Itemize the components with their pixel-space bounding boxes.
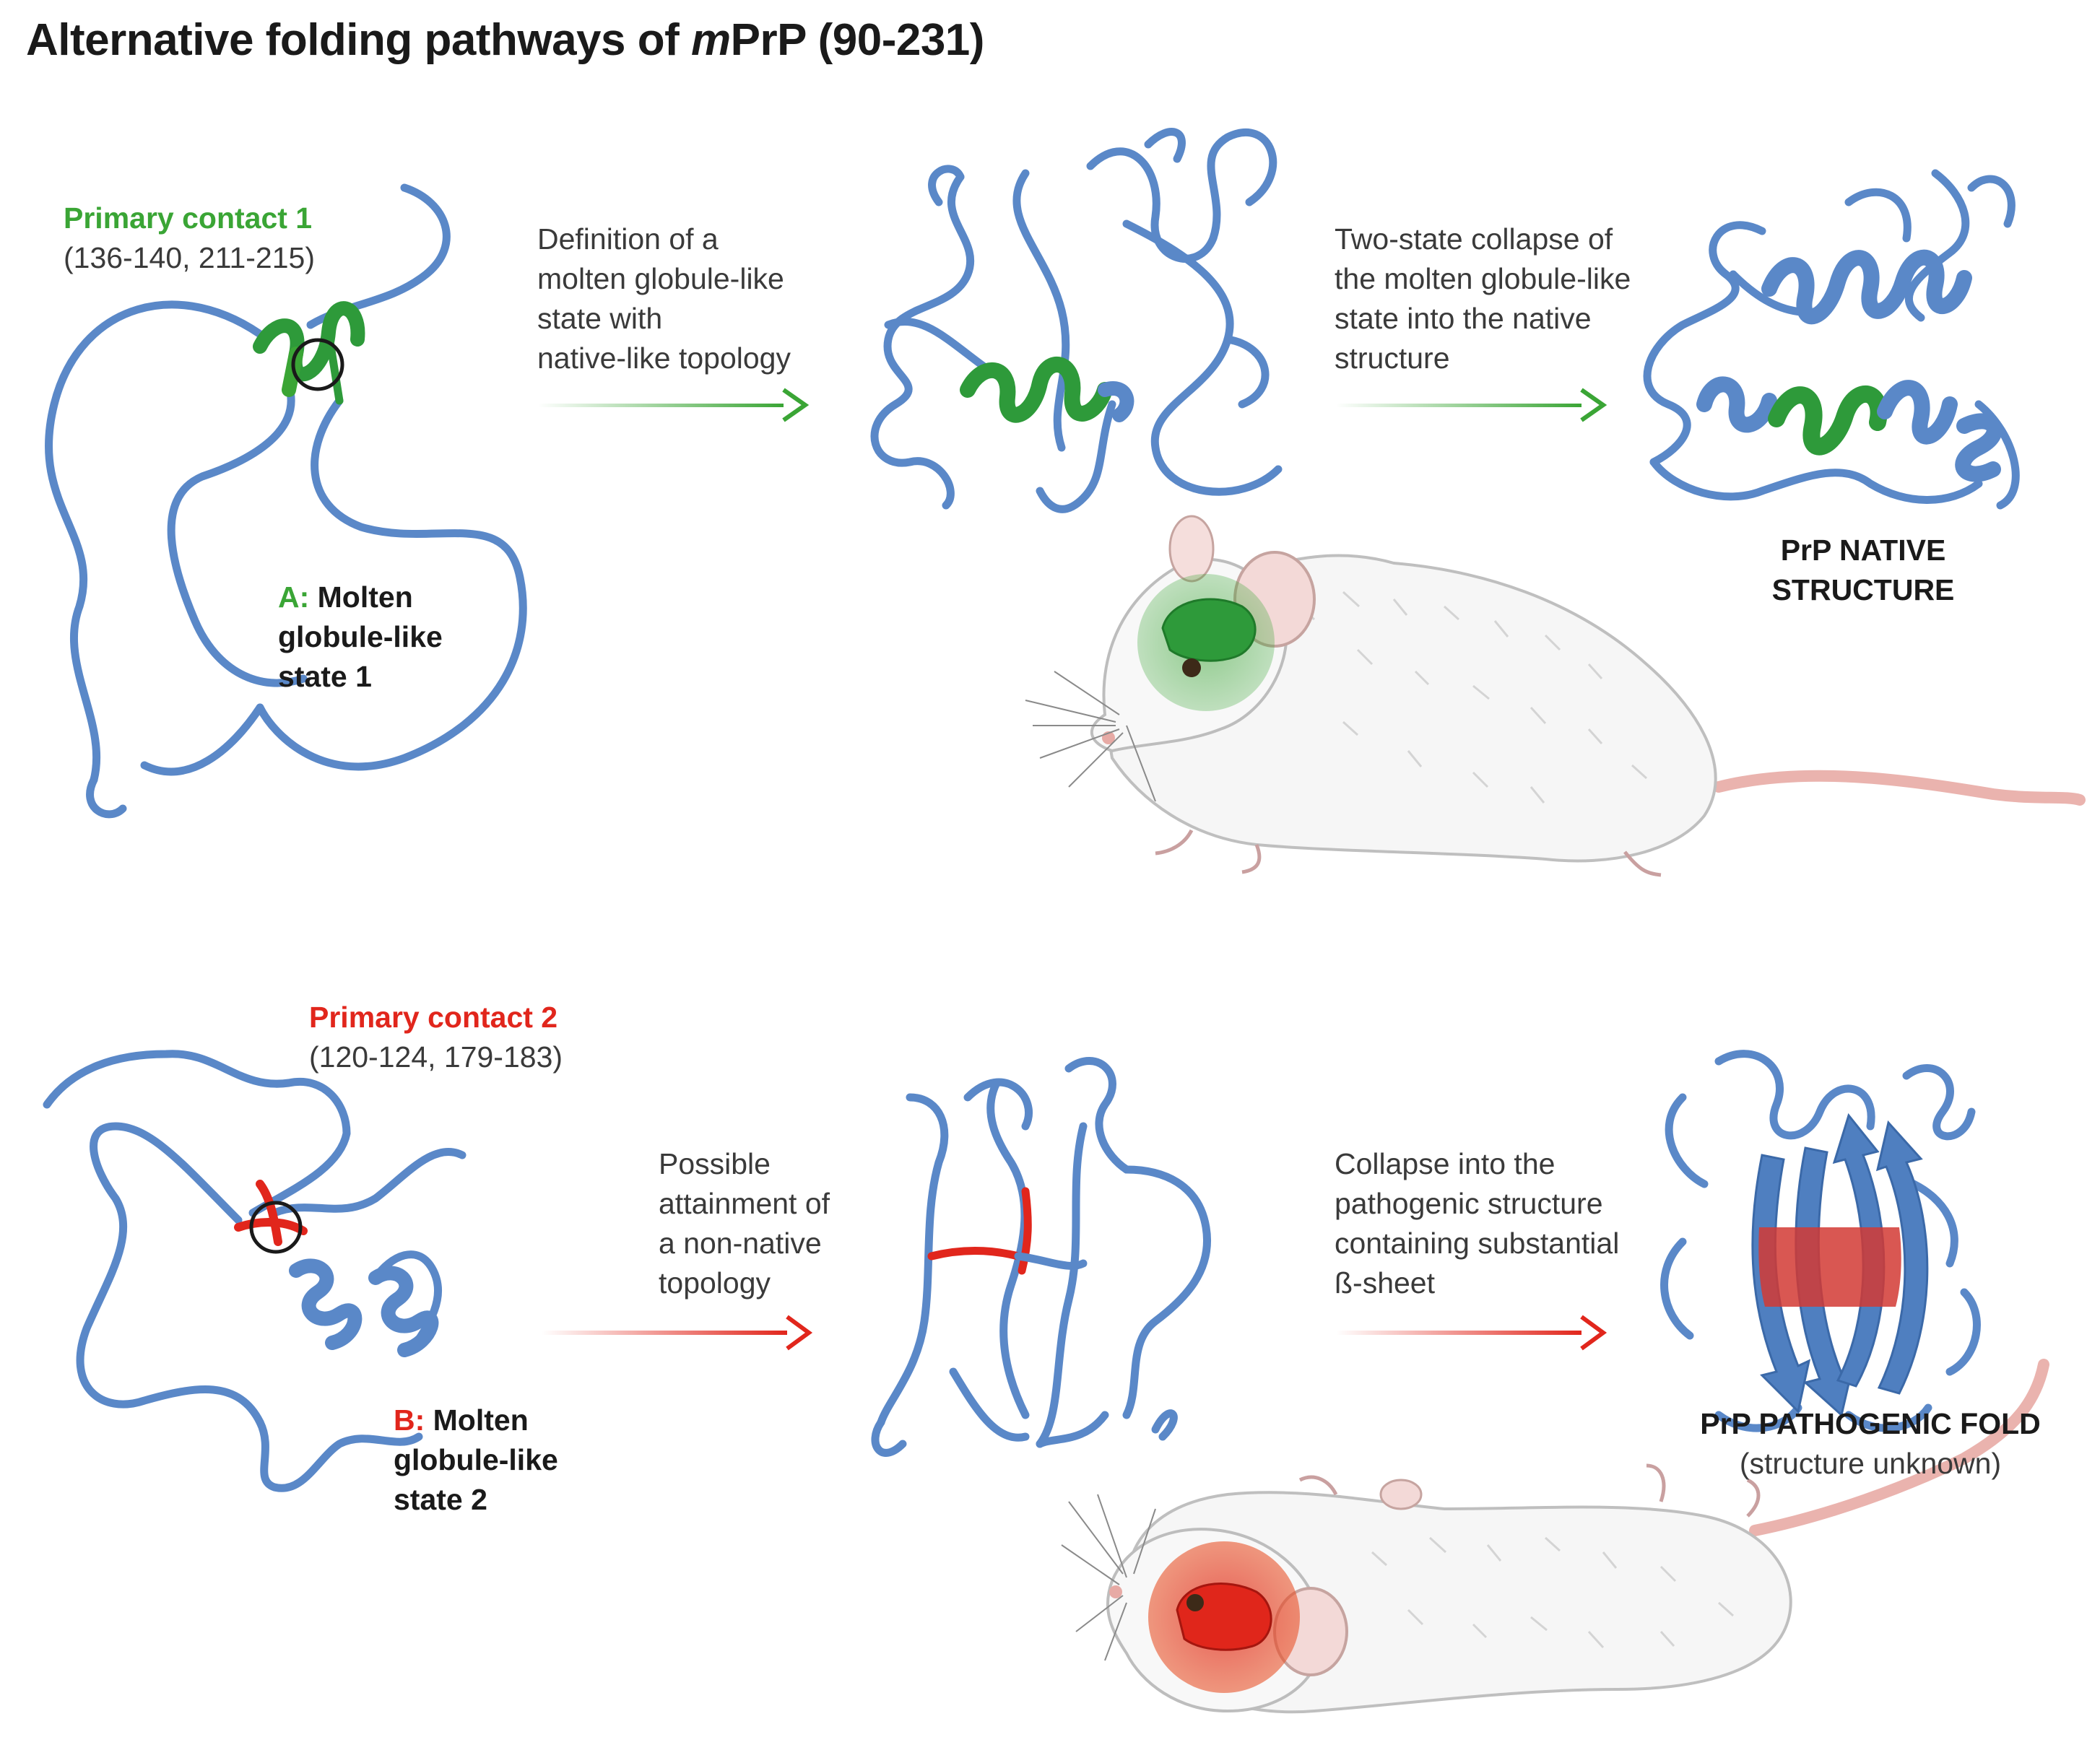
primary-contact-1-label: Primary contact 1 (136-140, 211-215) xyxy=(64,199,315,278)
pathogenic-fold-line2: (structure unknown) xyxy=(1739,1447,2002,1480)
native-structure-line2: STRUCTURE xyxy=(1771,573,1955,606)
native-structure-label: PrP NATIVE STRUCTURE xyxy=(1733,531,1993,610)
state-b-line1: Molten xyxy=(425,1403,529,1437)
native-like-intermediate-helix-end xyxy=(1098,381,1134,422)
primary-contact-2-label: Primary contact 2 (120-124, 179-183) xyxy=(309,998,563,1077)
state-b-label: B: Molten globule-like state 2 xyxy=(394,1401,558,1520)
beta-strand-3 xyxy=(1832,1113,1886,1388)
title-prefix: Alternative folding pathways of xyxy=(26,15,691,65)
state-2-helix-b xyxy=(368,1266,439,1357)
arrow-step-b1 xyxy=(542,1315,813,1351)
step-b2-caption: Collapse into the pathogenic structure c… xyxy=(1335,1144,1619,1303)
step-a2-line2: the molten globule-like xyxy=(1335,262,1631,295)
step-a1-line3: state with xyxy=(537,302,663,335)
diseased-mouse-eye xyxy=(1186,1594,1204,1611)
healthy-mouse-illustration xyxy=(1025,515,2086,877)
step-a1-caption: Definition of a molten globule-like stat… xyxy=(537,219,791,378)
healthy-mouse-whiskers xyxy=(1025,671,1156,802)
step-b2-line4: ß-sheet xyxy=(1335,1266,1435,1300)
state-a-line3: state 1 xyxy=(278,660,372,693)
state-b-line3: state 2 xyxy=(394,1483,487,1516)
beta-strand-4 xyxy=(1875,1120,1929,1395)
step-a1-line2: molten globule-like xyxy=(537,262,784,295)
state-a-line2: globule-like xyxy=(278,620,443,653)
primary-contact-2-marker xyxy=(249,1201,303,1254)
prp-native-helix-top xyxy=(1761,249,1972,325)
primary-contact-1-marker xyxy=(291,338,344,391)
prp-native-helix-green xyxy=(1768,385,1888,456)
arrow-step-b2 xyxy=(1336,1315,1607,1351)
pathogenic-fold-line1: PrP PATHOGENIC FOLD xyxy=(1700,1407,2041,1440)
healthy-mouse-eye xyxy=(1182,658,1201,677)
state-a-label: A: Molten globule-like state 1 xyxy=(278,578,443,697)
state-a-prefix: A: xyxy=(278,580,310,614)
step-b1-line3: a non-native xyxy=(659,1227,822,1260)
primary-contact-2-crossing xyxy=(234,1180,308,1246)
native-structure-line1: PrP NATIVE xyxy=(1780,534,1946,567)
primary-contact-2-title: Primary contact 2 xyxy=(309,1001,558,1034)
step-a2-line1: Two-state collapse of xyxy=(1335,222,1613,256)
step-a1-line1: Definition of a xyxy=(537,222,719,256)
native-like-intermediate-helix xyxy=(960,357,1113,423)
title-suffix: PrP (90-231) xyxy=(730,15,985,65)
state-b-prefix: B: xyxy=(394,1403,425,1437)
diseased-mouse-whiskers xyxy=(1061,1494,1156,1661)
healthy-brain xyxy=(1161,598,1257,662)
title-italic: m xyxy=(691,15,731,65)
step-b1-line4: topology xyxy=(659,1266,771,1300)
prp-pathogenic-fold xyxy=(1660,1050,1981,1432)
figure-title: Alternative folding pathways of mPrP (90… xyxy=(26,14,984,66)
step-b2-line2: pathogenic structure xyxy=(1335,1187,1603,1220)
primary-contact-1-residues: (136-140, 211-215) xyxy=(64,241,315,274)
step-a2-caption: Two-state collapse of the molten globule… xyxy=(1335,219,1631,378)
pathogenic-fold-label: PrP PATHOGENIC FOLD (structure unknown) xyxy=(1646,1404,2094,1484)
primary-contact-2-residues: (120-124, 179-183) xyxy=(309,1040,563,1074)
step-b1-line2: attainment of xyxy=(659,1187,830,1220)
native-like-intermediate xyxy=(870,128,1283,513)
step-a1-line4: native-like topology xyxy=(537,341,791,375)
non-native-intermediate-contact xyxy=(927,1187,1032,1275)
state-a-line1: Molten xyxy=(309,580,413,614)
primary-contact-1-title: Primary contact 1 xyxy=(64,201,313,235)
prp-native-helix-left xyxy=(1696,376,1777,433)
prp-native-helix-right xyxy=(1877,380,2003,482)
molten-globule-state-1-chain xyxy=(44,183,527,819)
diseased-brain xyxy=(1176,1583,1272,1651)
step-b2-line3: containing substantial xyxy=(1335,1227,1620,1260)
arrow-step-a1 xyxy=(538,388,810,422)
step-a2-line4: structure xyxy=(1335,341,1450,375)
step-a2-line3: state into the native xyxy=(1335,302,1592,335)
diseased-mouse-tail xyxy=(1749,1359,2049,1536)
beta-strand-1 xyxy=(1751,1154,1811,1414)
diseased-mouse-illustration xyxy=(1061,1359,2049,1714)
state-2-helix-a xyxy=(289,1258,363,1350)
non-native-intermediate-tail xyxy=(1014,1252,1088,1270)
step-b2-line1: Collapse into the xyxy=(1335,1147,1556,1180)
beta-sheet-pathogenic-region xyxy=(1758,1227,1901,1307)
arrow-step-a2 xyxy=(1336,388,1607,422)
healthy-mouse-tail xyxy=(1713,770,2086,806)
state-b-line2: globule-like xyxy=(394,1443,558,1476)
beta-sheet-strands xyxy=(1751,1113,1929,1417)
step-b1-line1: Possible xyxy=(659,1147,771,1180)
step-b1-caption: Possible attainment of a non-native topo… xyxy=(659,1144,830,1303)
